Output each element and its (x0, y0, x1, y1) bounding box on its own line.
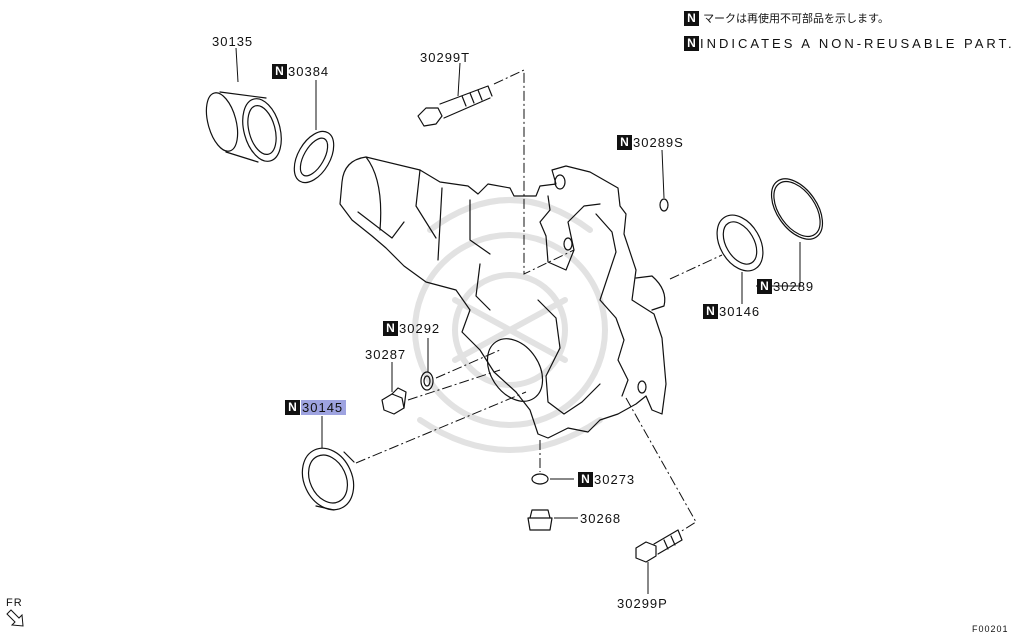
non-reusable-badge: N (285, 400, 300, 416)
part-number: 30273 (594, 472, 636, 488)
part-number: 30146 (719, 304, 761, 320)
part-30384-seal (293, 130, 335, 184)
leader-30289s (661, 149, 665, 199)
assembly-line-30292 (435, 349, 501, 379)
legend-english-text: INDICATES A NON-REUSABLE PART. (700, 36, 1015, 52)
part-30145-seal (301, 447, 355, 511)
part-label-30299t[interactable]: 30299T (420, 49, 470, 65)
part-30268-plug (527, 509, 553, 531)
direction-arrow-icon (6, 609, 24, 627)
front-direction-label: FR (6, 597, 23, 609)
part-30287-plug (381, 387, 407, 415)
part-30135-sleeve (205, 91, 282, 163)
part-label-30287[interactable]: 30287 (365, 346, 406, 362)
legend-japanese-text: マークは再使用不可部品を示します。 (703, 13, 889, 25)
part-label-30135[interactable]: 30135 (212, 33, 253, 49)
non-reusable-badge: N (703, 304, 718, 320)
assembly-line-30299t (493, 69, 575, 275)
transfer-case-housing (339, 156, 667, 439)
part-30289s-oring (659, 198, 669, 212)
assembly-line-30146 (669, 254, 723, 280)
watermark-emblem (412, 197, 608, 453)
part-number: 30135 (212, 34, 254, 50)
part-number: 30292 (399, 321, 441, 337)
part-number: 30289 (773, 279, 815, 295)
part-30146-seal (716, 214, 764, 272)
part-number: 30299P (617, 596, 668, 612)
part-number: 30299T (420, 50, 471, 66)
figure-code: F00201 (972, 624, 1009, 634)
part-30273-gasket (531, 473, 549, 485)
legend-japanese: N マークは再使用不可部品を示します。 (684, 10, 889, 26)
assembly-line-30287 (407, 369, 501, 401)
leader-30135 (235, 47, 239, 83)
non-reusable-badge: N (757, 279, 772, 295)
part-30299p-bolt (635, 529, 683, 563)
non-reusable-badge: N (578, 472, 593, 488)
part-number: 30268 (580, 511, 622, 527)
non-reusable-badge: N (684, 36, 699, 52)
assembly-line-30145 (355, 391, 527, 464)
assembly-line-30299p (625, 397, 697, 533)
part-number: 30384 (288, 64, 330, 80)
non-reusable-badge: N (272, 64, 287, 80)
non-reusable-badge: N (383, 321, 398, 337)
part-30299t-bolt (417, 85, 493, 127)
part-label-30299p[interactable]: 30299P (617, 595, 668, 611)
part-30292-washer (420, 371, 434, 391)
non-reusable-badge: N (617, 135, 632, 151)
part-label-30268[interactable]: 30268 (580, 510, 621, 526)
non-reusable-badge: N (684, 10, 699, 26)
part-number: 30287 (365, 347, 407, 363)
part-number: 30145 (301, 400, 347, 416)
leader-30299t (457, 62, 461, 97)
part-number: 30289S (633, 135, 684, 151)
part-30289-oring (770, 178, 824, 240)
